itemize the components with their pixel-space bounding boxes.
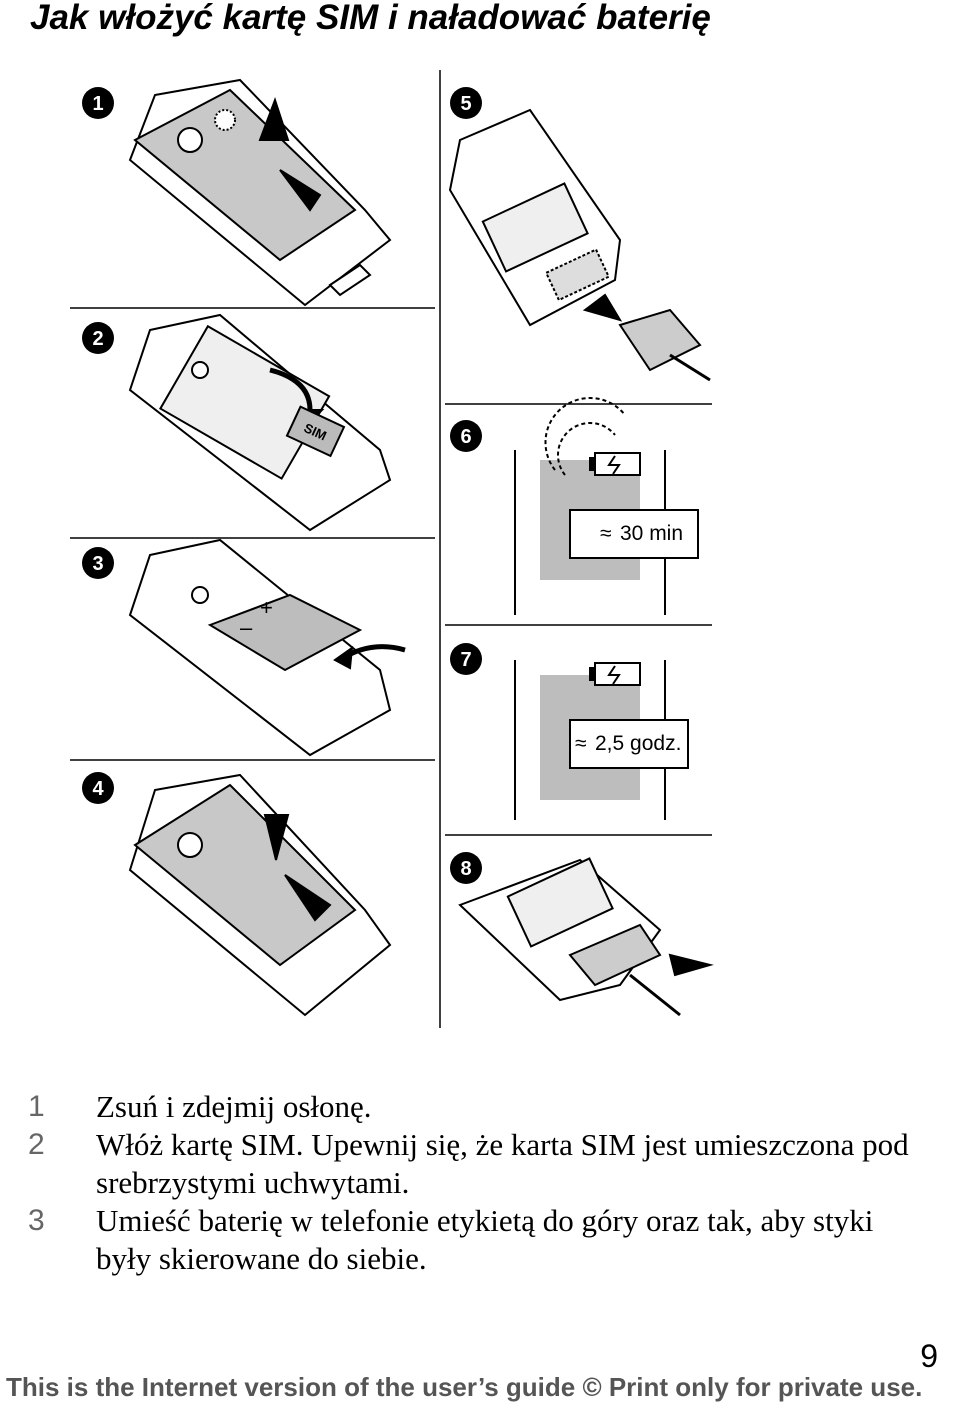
- marker-1: 1: [82, 87, 114, 119]
- panel-6-screen: ≈ 30 min: [515, 398, 698, 615]
- marker-5: 5: [450, 87, 482, 119]
- instruction-steps: 1 Zsuń i zdejmij osłonę. 2 Włóż kartę SI…: [28, 1088, 928, 1278]
- marker-3-label: 3: [92, 553, 103, 575]
- step-1-number: 1: [28, 1088, 58, 1126]
- panel-2-phone: SIM: [130, 315, 390, 530]
- page-number: 9: [920, 1338, 938, 1375]
- instruction-figure: 1 2 3 4 5 6 7 8 SIM + –: [60, 70, 720, 1035]
- panel-4-phone: [130, 775, 390, 1015]
- step-3-number: 3: [28, 1202, 58, 1240]
- arrow-icon: [670, 955, 710, 975]
- step-1-text: Zsuń i zdejmij osłonę.: [96, 1089, 372, 1124]
- page-title: Jak włożyć kartę SIM i naładować baterię: [30, 0, 711, 38]
- callout-6: ≈ 30 min: [570, 510, 698, 558]
- step-3-text: Umieść baterię w telefonie etykietą do g…: [96, 1203, 873, 1276]
- approx-symbol: ≈: [575, 732, 587, 755]
- step-3: 3 Umieść baterię w telefonie etykietą do…: [28, 1202, 928, 1278]
- marker-4: 4: [82, 772, 114, 804]
- panel-5-phone: [450, 110, 710, 380]
- footer-notice: This is the Internet version of the user…: [0, 1372, 960, 1403]
- step-1: 1 Zsuń i zdejmij osłonę.: [28, 1088, 928, 1126]
- step-2-number: 2: [28, 1126, 58, 1164]
- arrow-icon: [585, 295, 620, 320]
- charger-plug-icon: [620, 310, 710, 380]
- marker-8-label: 8: [460, 858, 471, 880]
- step-2-text: Włóż kartę SIM. Upewnij się, że karta SI…: [96, 1127, 909, 1200]
- callout-6-text: 30 min: [620, 522, 683, 545]
- marker-7-label: 7: [460, 649, 471, 671]
- step-2: 2 Włóż kartę SIM. Upewnij się, że karta …: [28, 1126, 928, 1202]
- callout-7-text: 2,5 godz.: [595, 732, 681, 755]
- marker-2-label: 2: [92, 328, 103, 350]
- battery-charging-icon: [590, 453, 640, 475]
- panel-3-phone: + –: [130, 540, 405, 755]
- marker-8: 8: [450, 852, 482, 884]
- marker-2: 2: [82, 322, 114, 354]
- panel-7-screen: ≈ 2,5 godz.: [515, 660, 688, 820]
- panel-1-phone: [130, 80, 390, 305]
- marker-7: 7: [450, 643, 482, 675]
- battery-plus: +: [260, 595, 273, 620]
- marker-5-label: 5: [460, 93, 471, 115]
- marker-1-label: 1: [92, 93, 103, 115]
- marker-3: 3: [82, 547, 114, 579]
- marker-6-label: 6: [460, 426, 471, 448]
- callout-7: ≈ 2,5 godz.: [570, 720, 688, 768]
- marker-4-label: 4: [92, 778, 104, 800]
- battery-minus: –: [240, 615, 253, 640]
- panel-8-phone: [460, 859, 710, 1015]
- approx-symbol: ≈: [600, 522, 612, 545]
- battery-charging-icon: [590, 663, 640, 685]
- marker-6: 6: [450, 420, 482, 452]
